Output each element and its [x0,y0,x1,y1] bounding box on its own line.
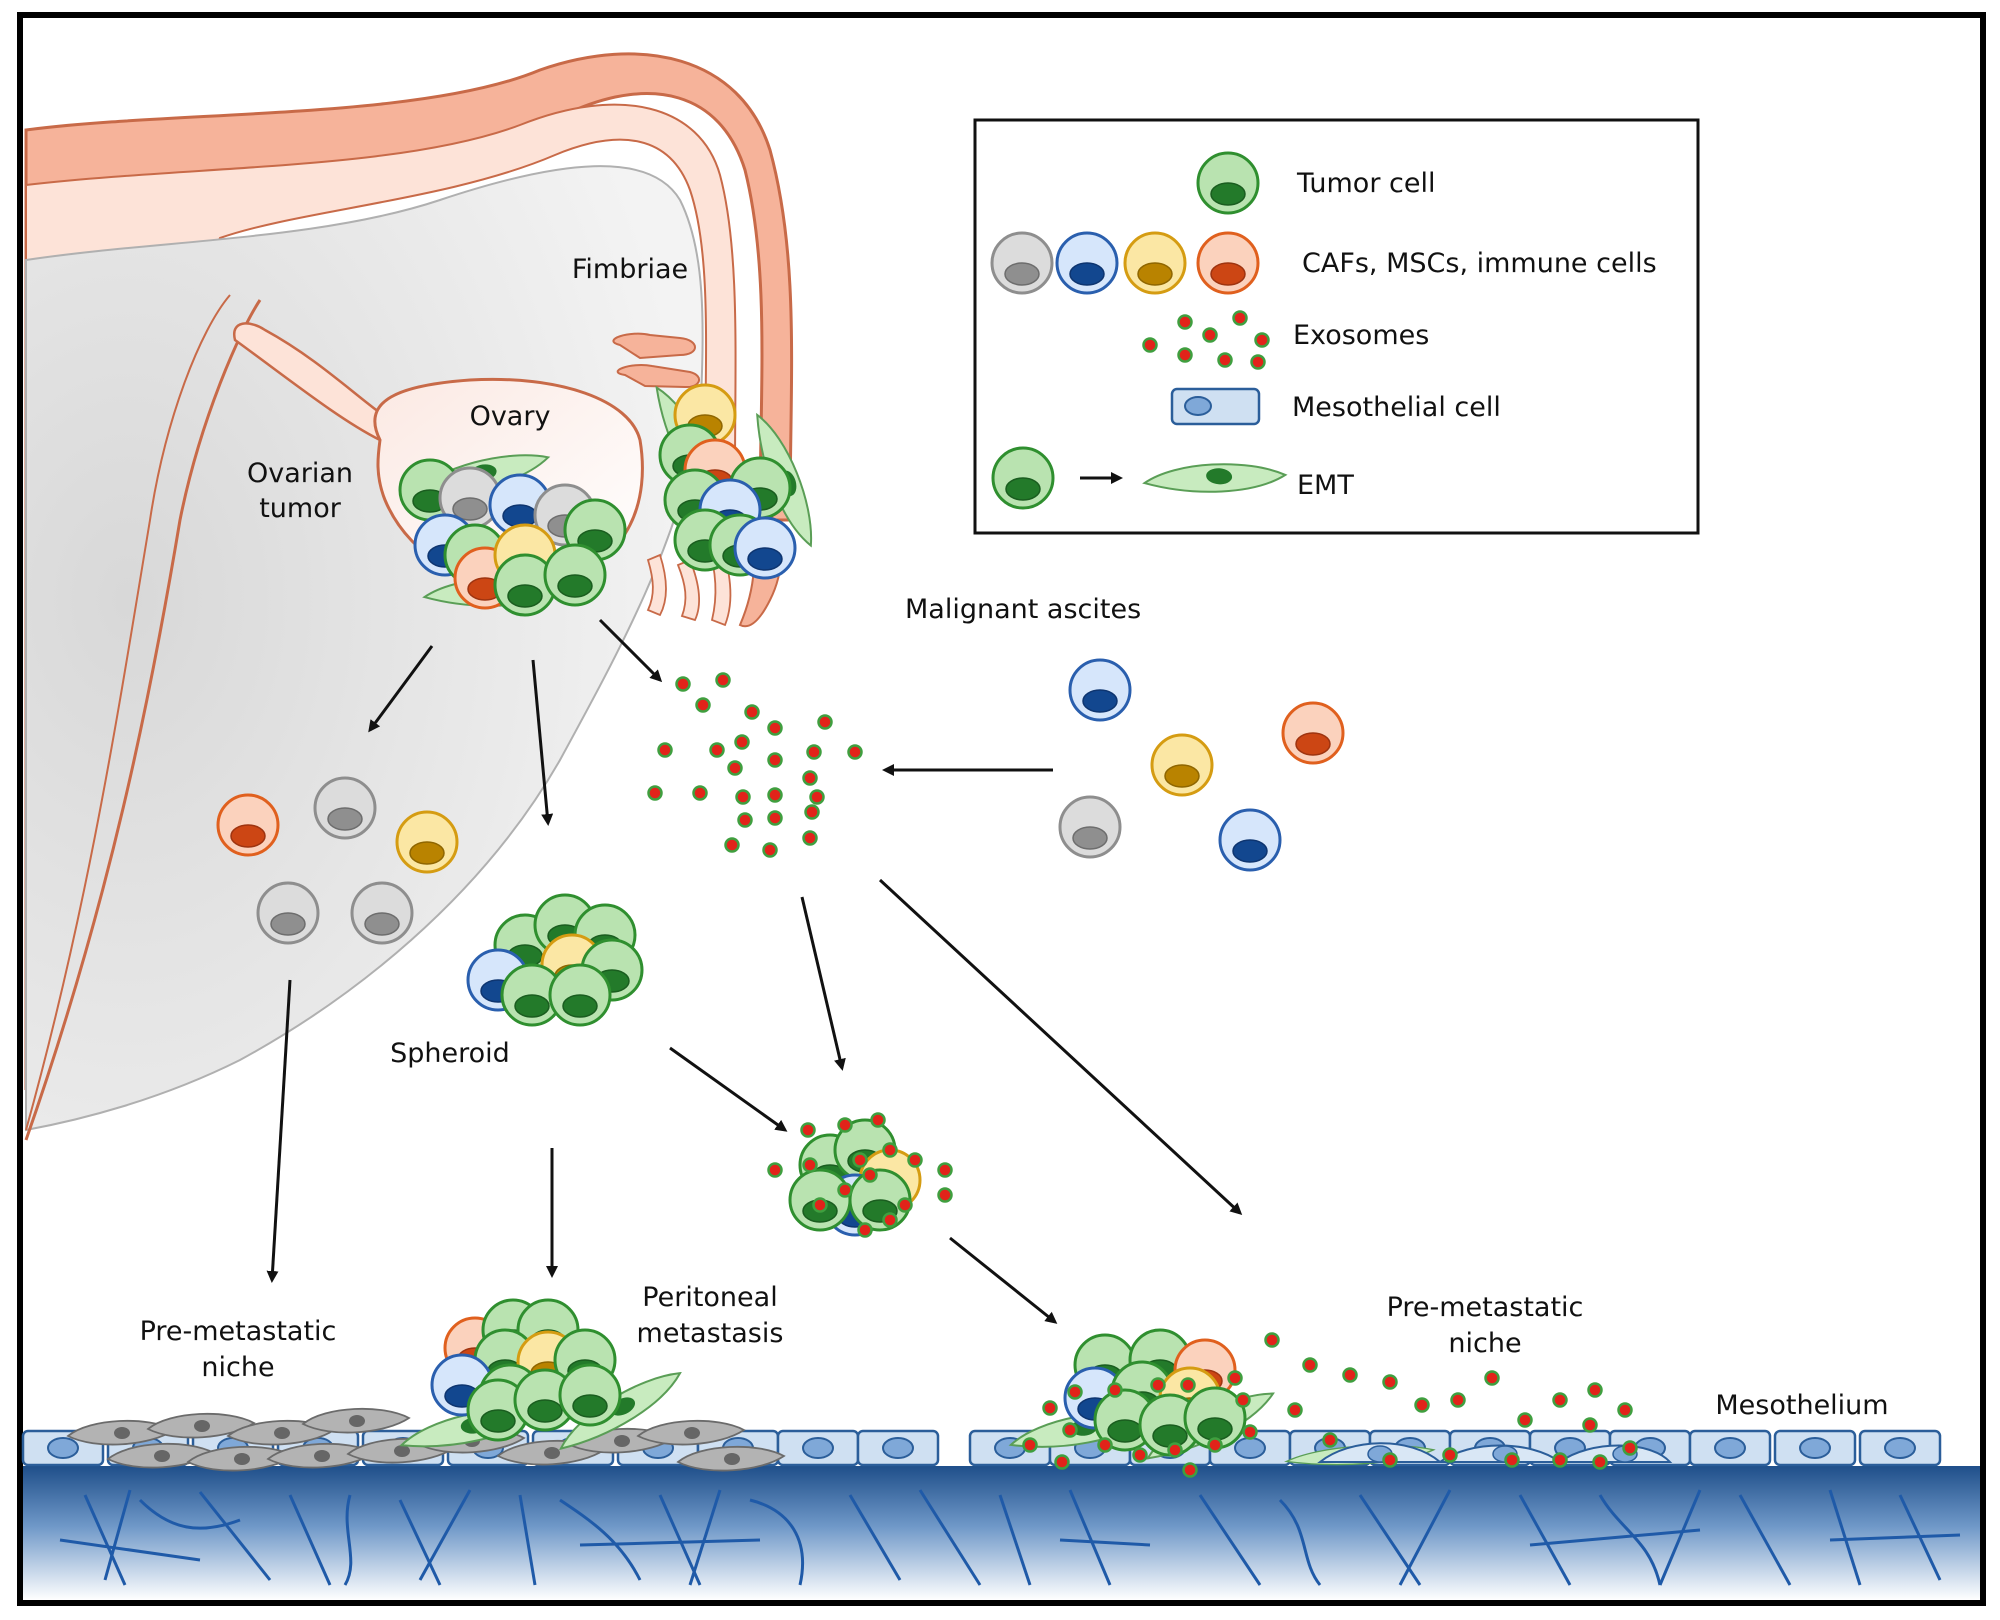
legend: Tumor cell CAFs, MSCs, immune cells Exos… [973,118,1700,535]
label-ovarian-tumor-line1: Ovarian [247,458,353,489]
arrow-stroma-to-niche [266,979,292,1283]
label-peritoneal-metastasis-line1: Peritoneal [642,1282,777,1313]
legend-label-tumor: Tumor cell [1296,168,1435,199]
label-niche-right-line2: niche [1448,1328,1521,1359]
arrow-tumor-to-spheroid [531,659,554,826]
legend-immune-orange-icon [1196,231,1260,295]
label-ovarian-tumor-line2: tumor [259,493,342,524]
arrow-exosomes-to-niche [878,878,1243,1216]
legend-emt-before-icon [991,446,1055,510]
arrow-tumor-to-exosomes [598,618,663,683]
arrow-exosomes-to-cluster [800,896,846,1071]
label-ovary: Ovary [470,401,551,432]
legend-mesothelial-icon [1170,387,1261,426]
label-peritoneal-metastasis-line2: metastasis [637,1318,784,1349]
legend-frame [973,118,1700,535]
arrow-tumor-to-stroma [368,645,434,733]
arrow-cluster-to-mesothelium [949,1236,1058,1324]
legend-label-exosomes: Exosomes [1293,320,1429,351]
label-spheroid: Spheroid [390,1038,510,1069]
legend-label-mesothelial: Mesothelial cell [1292,392,1501,423]
figure-labels: Fimbriae Ovary Ovarian tumor Malignant a… [140,254,1889,1421]
arrow-spheroid-to-cluster [669,1046,788,1132]
legend-immune-yellow-icon [1123,231,1187,295]
legend-tumor-icon [1196,151,1260,215]
label-fimbriae: Fimbriae [572,254,688,285]
label-malignant-ascites: Malignant ascites [905,594,1141,625]
legend-label-emt: EMT [1297,470,1354,501]
pre-metastatic-niche-right-cells [1264,1332,1673,1470]
label-niche-left-line1: Pre-metastatic [140,1316,337,1347]
label-niche-left-line2: niche [201,1352,274,1383]
label-niche-right-line1: Pre-metastatic [1387,1292,1584,1323]
label-mesothelium: Mesothelium [1715,1390,1888,1421]
legend-msc-icon [1055,231,1119,295]
legend-caf-icon [990,231,1054,295]
legend-label-stromal: CAFs, MSCs, immune cells [1302,248,1657,279]
submesothelial-tissue [23,1466,1980,1600]
flow-arrows [266,618,1243,1324]
